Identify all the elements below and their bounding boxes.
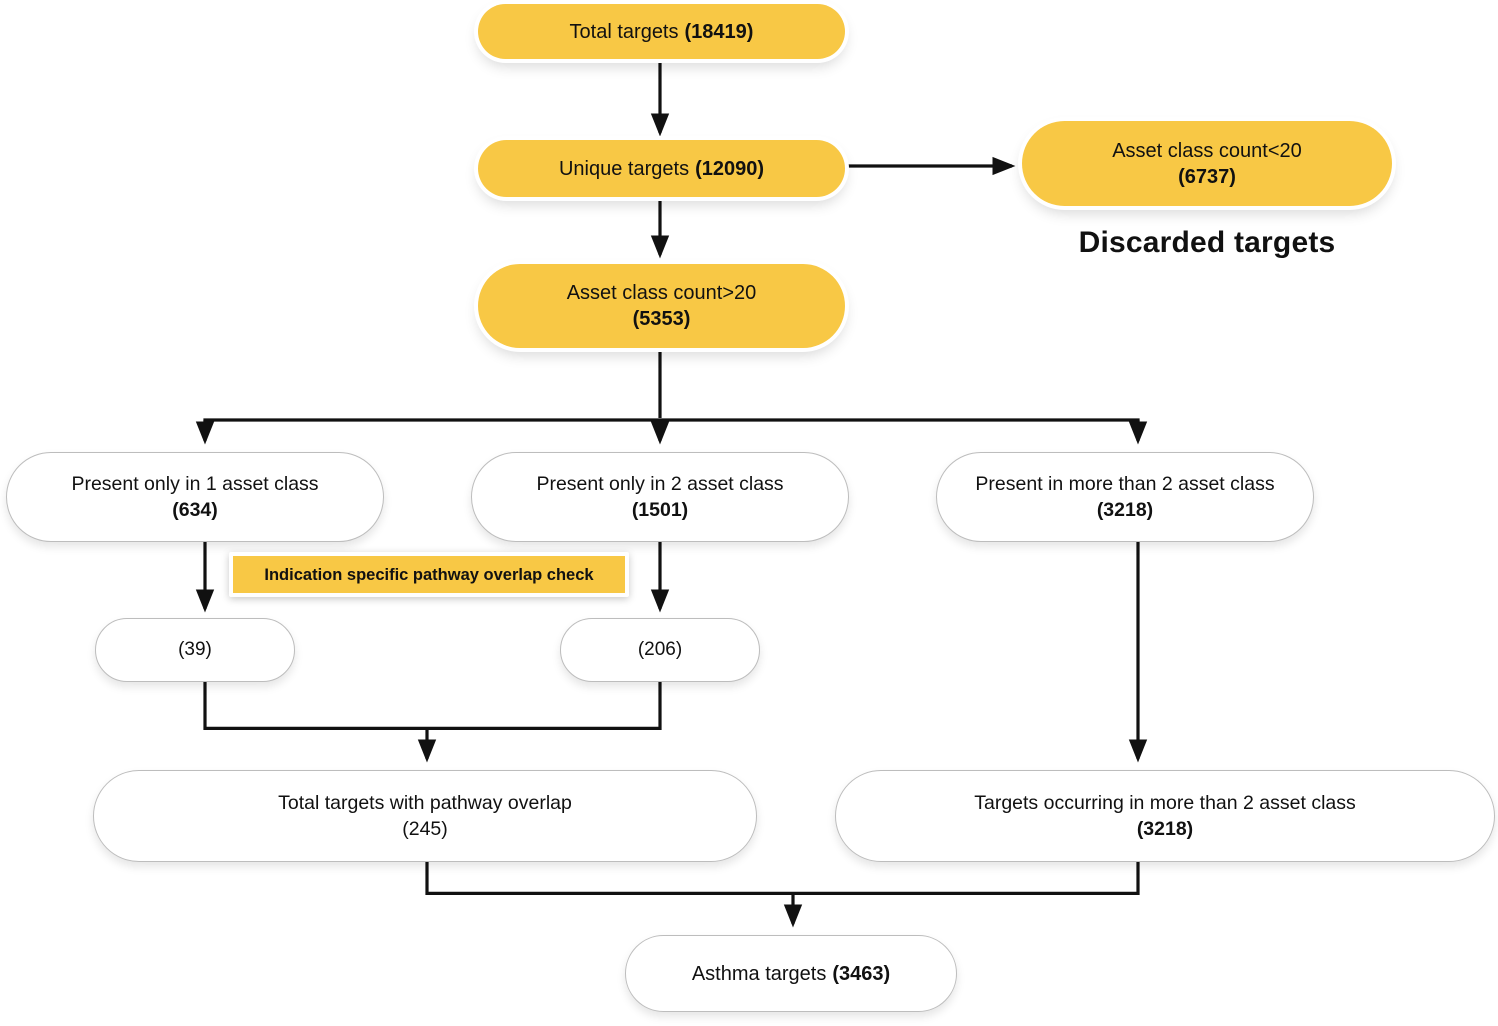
arrow-lines	[195, 62, 1148, 928]
node-count: (3218)	[1136, 818, 1194, 840]
node-count: (206)	[637, 639, 683, 660]
node-present-only-2-asset-class: Present only in 2 asset class (1501)	[471, 452, 849, 542]
node-count: (634)	[172, 499, 218, 521]
node-label: Total targets	[569, 20, 679, 43]
node-present-more-than-2-asset-class: Present in more than 2 asset class (3218…	[936, 452, 1314, 542]
node-total-targets: Total targets (18419)	[478, 4, 845, 59]
node-label: Unique targets	[558, 157, 690, 180]
node-overlap-result-39: (39)	[95, 618, 295, 682]
node-label: Asset class count>20	[566, 282, 757, 304]
node-label: Asset class count<20	[1112, 139, 1302, 162]
node-count: (6737)	[1178, 165, 1236, 188]
node-targets-occurring-more-than-2: Targets occurring in more than 2 asset c…	[835, 770, 1495, 862]
node-present-only-1-asset-class: Present only in 1 asset class (634)	[6, 452, 384, 542]
node-label: Asthma targets	[691, 962, 827, 985]
discarded-targets-caption: Discarded targets	[1078, 226, 1336, 259]
node-count: (245)	[402, 818, 448, 840]
node-count: (39)	[178, 639, 212, 660]
node-label: Present only in 1 asset class	[71, 473, 319, 495]
node-count: (18419)	[684, 20, 754, 43]
node-overlap-result-206: (206)	[560, 618, 760, 682]
node-label: Present only in 2 asset class	[536, 473, 784, 495]
node-count: (1501)	[631, 499, 689, 521]
node-label: Total targets with pathway overlap	[278, 792, 572, 814]
node-label: Present in more than 2 asset class	[975, 473, 1275, 495]
node-label: Targets occurring in more than 2 asset c…	[974, 792, 1356, 814]
node-unique-targets: Unique targets (12090)	[478, 140, 845, 197]
node-count: (3218)	[1096, 499, 1154, 521]
node-label: Indication specific pathway overlap chec…	[264, 565, 594, 584]
node-count: (3463)	[832, 962, 891, 985]
node-asthma-targets: Asthma targets (3463)	[625, 935, 957, 1012]
pathway-overlap-check-label: Indication specific pathway overlap chec…	[229, 552, 629, 597]
node-count: (12090)	[695, 157, 764, 180]
node-count: (5353)	[632, 308, 691, 330]
node-asset-class-count-lt20: Asset class count<20 (6737)	[1022, 121, 1392, 206]
node-asset-class-count-gt20: Asset class count>20 (5353)	[478, 264, 845, 348]
node-total-targets-pathway-overlap: Total targets with pathway overlap (245)	[93, 770, 757, 862]
